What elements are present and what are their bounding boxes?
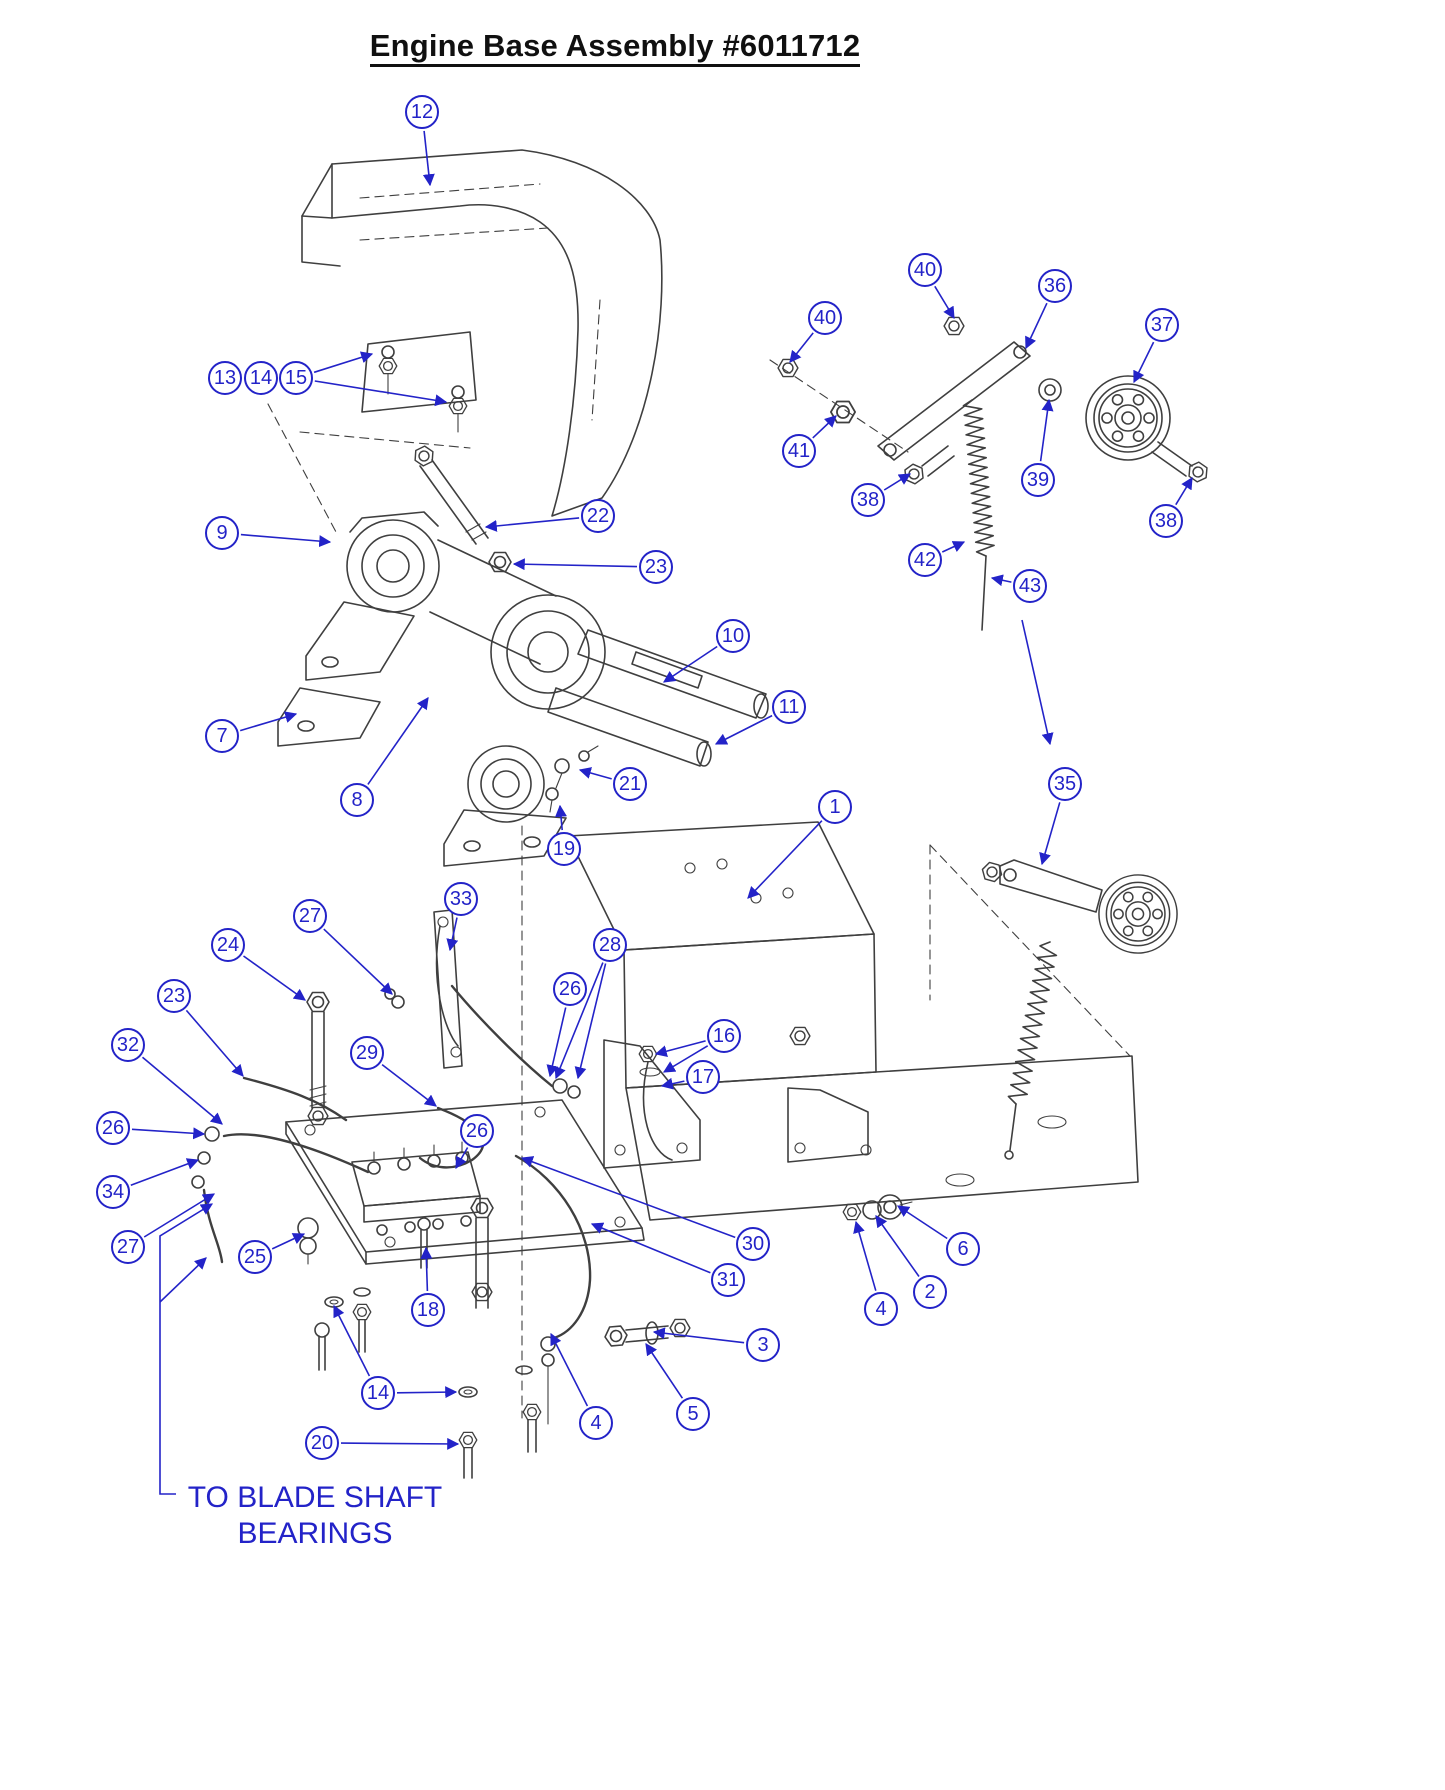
callout-35: 35 [1048,767,1082,801]
callout-27: 27 [293,899,327,933]
callout-2: 2 [913,1275,947,1309]
callout-18: 18 [411,1293,445,1327]
callout-41: 41 [782,434,816,468]
idler-spring [962,399,995,557]
callout-39: 39 [1021,463,1055,497]
jackshaft-assembly-drawing [277,442,769,1419]
callout-28: 28 [593,928,627,962]
callout-6: 6 [946,1232,980,1266]
connection-arrow [1021,619,1054,746]
tensioner-spring [1007,941,1058,1105]
callout-38: 38 [1149,504,1183,538]
page-title-text: Engine Base Assembly #6011712 [369,28,861,67]
callout-42: 42 [908,543,942,577]
callout-21: 21 [613,767,647,801]
callout-15: 15 [279,361,313,395]
callout-23: 23 [157,979,191,1013]
callout-5: 5 [676,1397,710,1431]
callout-43: 43 [1013,569,1047,603]
idler-cable [981,555,987,631]
callout-27: 27 [111,1230,145,1264]
callout-24: 24 [211,928,245,962]
callout-31: 31 [711,1263,745,1297]
blade-shaft-note: TO BLADE SHAFT BEARINGS [140,1480,490,1552]
callout-19: 19 [547,832,581,866]
callout-17: 17 [686,1060,720,1094]
idler-arm-group-drawing [769,316,1212,746]
callout-23: 23 [639,550,673,584]
callout-26: 26 [96,1111,130,1145]
note-line-2: BEARINGS [237,1517,393,1550]
callout-14: 14 [361,1376,395,1410]
callout-32: 32 [111,1028,145,1062]
callout-1: 1 [818,790,852,824]
callout-40: 40 [808,301,842,335]
callout-10: 10 [716,619,750,653]
callout-4: 4 [864,1292,898,1326]
callout-20: 20 [305,1426,339,1460]
callout-34: 34 [96,1175,130,1209]
callout-38: 38 [851,483,885,517]
callout-3: 3 [746,1328,780,1362]
callout-14: 14 [244,361,278,395]
callout-9: 9 [205,516,239,550]
callout-7: 7 [205,719,239,753]
page-title: Engine Base Assembly #6011712 [0,28,1230,67]
callout-36: 36 [1038,269,1072,303]
callout-13: 13 [208,361,242,395]
engine-base-drawing [567,821,1139,1348]
callout-33: 33 [444,882,478,916]
callout-30: 30 [736,1227,770,1261]
callout-leader-layer [130,130,1193,1450]
callout-40: 40 [908,253,942,287]
note-leader-lines [159,1203,214,1495]
note-line-1: TO BLADE SHAFT [187,1481,443,1514]
callout-16: 16 [707,1019,741,1053]
callout-12: 12 [405,95,439,129]
callout-25: 25 [238,1240,272,1274]
callout-4: 4 [579,1406,613,1440]
tensioner-drawing [979,859,1178,1160]
callout-26: 26 [553,972,587,1006]
callout-29: 29 [350,1036,384,1070]
callout-22: 22 [581,499,615,533]
callout-11: 11 [772,690,806,724]
callout-26: 26 [460,1114,494,1148]
callout-37: 37 [1145,308,1179,342]
belt-guard-drawing [267,149,663,533]
callout-8: 8 [340,783,374,817]
